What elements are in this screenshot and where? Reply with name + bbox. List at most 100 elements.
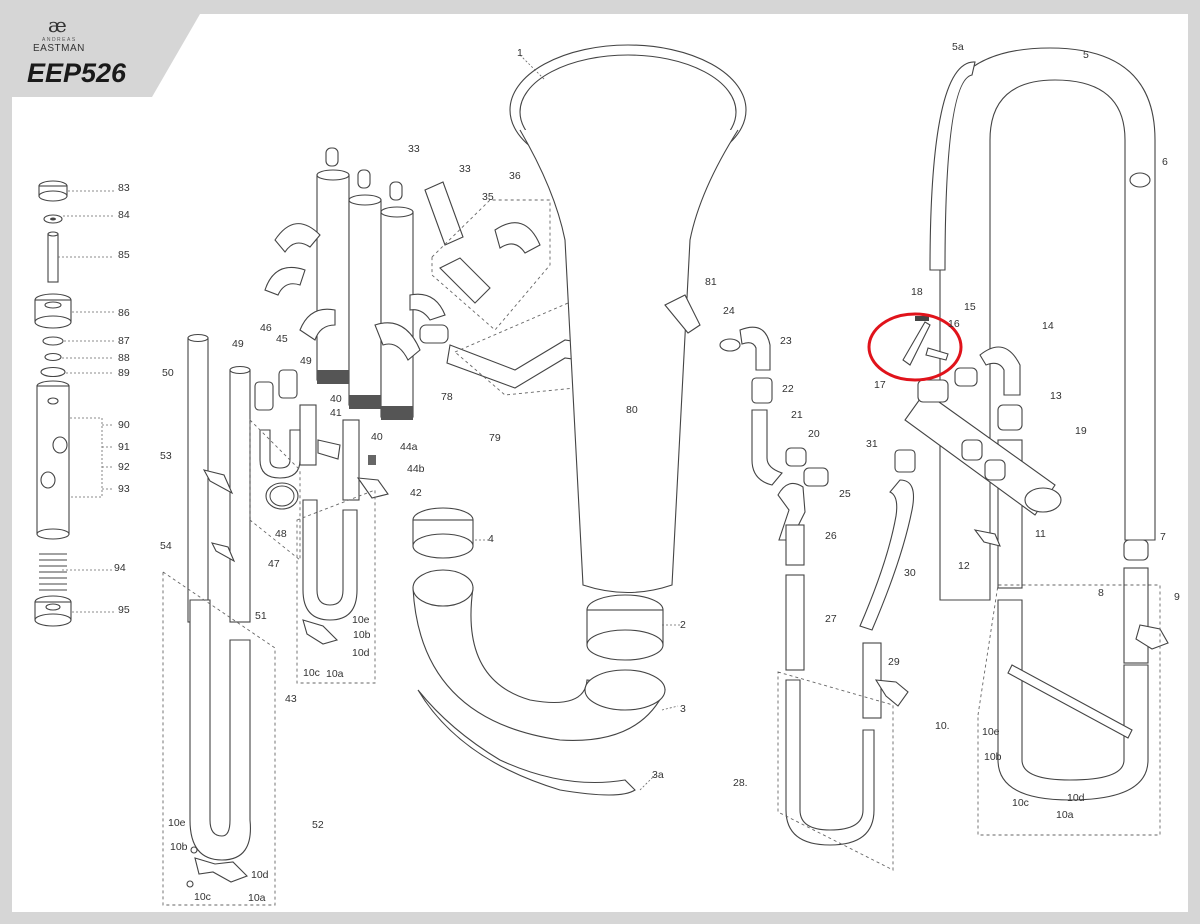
part-label-13: 13 [1050,390,1062,402]
part-label-5: 5 [1083,49,1089,61]
part-label-53: 53 [160,450,172,462]
part-label-2: 2 [680,619,686,631]
part-label-94: 94 [114,562,126,574]
valve-components-column [34,180,114,627]
part-label-10e: 10e [982,726,1000,738]
part-label-12: 12 [958,560,970,572]
part-label-10b: 10b [353,629,371,641]
part-label-49: 49 [300,355,312,367]
part-label-23: 23 [780,335,792,347]
part-label-1: 1 [517,47,523,59]
part-label-10: 10. [935,720,950,732]
part-label-25: 25 [839,488,851,500]
part-label-7: 7 [1160,531,1166,543]
part-label-83: 83 [118,182,130,194]
part-label-41: 41 [330,407,342,419]
part-label-44b: 44b [407,463,425,475]
part-label-47: 47 [268,558,280,570]
part-label-45: 45 [276,333,288,345]
part-label-51: 51 [255,610,267,622]
part-label-10c: 10c [303,667,320,679]
part-label-44a: 44a [400,441,418,453]
part-label-19: 19 [1075,425,1087,437]
bell-and-bow-section [412,44,747,796]
part-label-54: 54 [160,540,172,552]
part-label-30: 30 [904,567,916,579]
part-label-5a: 5a [952,41,964,53]
part-label-10a: 10a [326,668,344,680]
part-label-86: 86 [118,307,130,319]
part-label-90: 90 [118,419,130,431]
part-label-21: 21 [791,409,803,421]
part-label-10e: 10e [168,817,186,829]
part-label-22: 22 [782,383,794,395]
part-label-10c: 10c [194,891,211,903]
part-label-89: 89 [118,367,130,379]
third-valve-slide-assembly [664,294,916,871]
part-label-85: 85 [118,249,130,261]
part-label-33: 33 [459,163,471,175]
part-label-10d: 10d [1067,792,1085,804]
part-label-10b: 10b [170,841,188,853]
brand-small-text: ANDREAS [42,37,77,43]
part-label-88: 88 [118,352,130,364]
part-label-93: 93 [118,483,130,495]
part-label-80: 80 [626,404,638,416]
part-label-4: 4 [488,533,494,545]
part-label-35: 35 [482,191,494,203]
part-label-49: 49 [232,338,244,350]
part-label-79: 79 [489,432,501,444]
part-label-10d: 10d [251,869,269,881]
part-label-6: 6 [1162,156,1168,168]
part-label-28: 28. [733,777,748,789]
part-label-42: 42 [410,487,422,499]
part-label-10a: 10a [1056,809,1074,821]
part-label-11: 11 [1035,528,1046,540]
brand-header: æ ANDREAS EASTMAN EEP526 [27,13,127,88]
part-label-14: 14 [1042,320,1054,332]
part-label-20: 20 [808,428,820,440]
part-label-33: 33 [408,143,420,155]
part-label-10c: 10c [1012,797,1029,809]
part-label-48: 48 [275,528,287,540]
valve-cluster-assembly [249,147,670,684]
part-label-81: 81 [705,276,717,288]
part-label-40: 40 [330,393,342,405]
main-body-assembly [902,47,1169,836]
brand-name: EASTMAN [33,43,85,54]
part-label-78: 78 [441,391,453,403]
part-label-92: 92 [118,461,130,473]
part-label-24: 24 [723,305,735,317]
part-label-3a: 3a [652,769,664,781]
part-label-27: 27 [825,613,837,625]
part-label-31: 31 [866,438,878,450]
part-label-29: 29 [888,656,900,668]
part-label-15: 15 [964,301,976,313]
part-label-40: 40 [371,431,383,443]
part-label-87: 87 [118,335,130,347]
brand-logo-icon: æ [48,13,67,37]
part-label-52: 52 [312,819,324,831]
part-label-18: 18 [911,286,923,298]
highlight-circle [867,312,963,382]
part-label-10d: 10d [352,647,370,659]
part-label-26: 26 [825,530,837,542]
part-label-9: 9 [1174,591,1180,603]
part-label-43: 43 [285,693,297,705]
model-number: EEP526 [27,58,127,88]
part-label-10e: 10e [352,614,370,626]
part-label-46: 46 [260,322,272,334]
part-label-91: 91 [118,441,130,453]
part-label-10a: 10a [248,892,266,904]
part-label-10b: 10b [984,751,1002,763]
part-label-84: 84 [118,209,130,221]
part-label-50: 50 [162,367,174,379]
part-label-95: 95 [118,604,130,616]
part-label-8: 8 [1098,587,1104,599]
part-label-17: 17 [874,379,886,391]
part-label-16: 16 [948,318,960,330]
first-valve-slide-assembly [162,333,276,906]
part-label-3: 3 [680,703,686,715]
